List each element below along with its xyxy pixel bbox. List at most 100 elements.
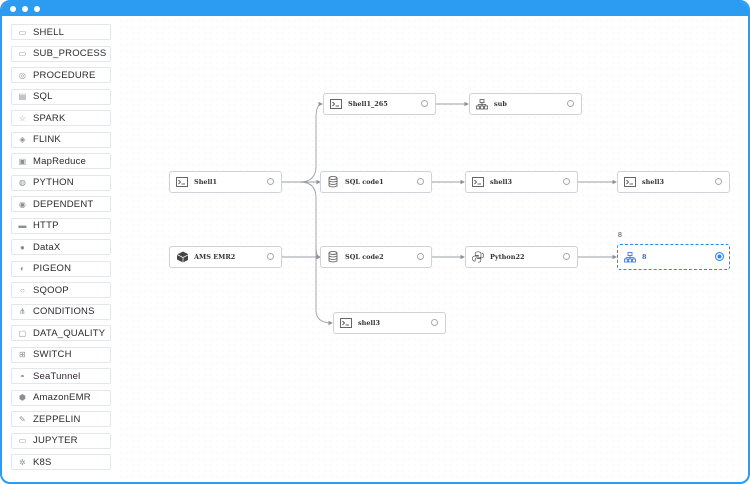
database-icon: ▤ — [18, 92, 27, 101]
sidebar-item-switch[interactable]: ⊞SWITCH — [11, 346, 111, 363]
python-icon — [472, 251, 484, 263]
flink-icon: ◈ — [19, 135, 26, 144]
sidebar-item-k8s[interactable]: ✲K8S — [11, 454, 111, 470]
sidebar-item-label: MapReduce — [33, 155, 87, 167]
node-status-circle[interactable] — [567, 100, 574, 107]
title-bar — [2, 2, 748, 16]
sidebar-item-label: SeaTunnel — [33, 370, 81, 382]
sidebar-item-label: PROCEDURE — [33, 69, 96, 81]
sidebar-item-label: JUPYTER — [33, 435, 78, 446]
sidebar-item-label: SHELL — [33, 26, 65, 38]
subprocess-icon — [624, 251, 636, 263]
sidebar-item-dependent[interactable]: ◉ DEPENDENT — [11, 196, 111, 212]
sidebar-item-label: ZEPPELIN — [33, 413, 81, 425]
sidebar-item-label: SQOOP — [33, 284, 69, 296]
node-status-circle[interactable] — [431, 319, 438, 326]
sidebar-item-sqoop[interactable]: ○ SQOOP — [11, 282, 111, 298]
sidebar-item-datax[interactable]: ● DataX — [11, 239, 111, 255]
sidebar-item-zeppelin[interactable]: ✎ ZEPPELIN — [11, 411, 111, 427]
terminal-icon — [624, 177, 636, 188]
terminal-icon — [340, 318, 352, 329]
datax-icon: ● — [19, 242, 26, 252]
seatunnel-icon: ◓ — [19, 371, 26, 381]
sidebar-item-amazonemr[interactable]: ⬢AmazonEMR — [11, 389, 111, 406]
sidebar-item-label: SPARK — [33, 112, 66, 124]
window-maximize-dot[interactable] — [34, 6, 40, 12]
node-status-circle[interactable] — [417, 178, 424, 185]
sidebar-item-label: DataX — [33, 241, 61, 253]
sidebar-item-label: SQL — [33, 91, 53, 102]
sidebar-item-label: FLINK — [33, 134, 61, 145]
node-label: AMS EMR2 — [194, 253, 236, 261]
sidebar-item-label: K8S — [33, 456, 52, 468]
jupyter-icon: ▭ — [18, 436, 27, 445]
terminal-icon — [176, 177, 188, 188]
sidebar-item-shell[interactable]: ▭SHELL — [11, 24, 111, 40]
window-close-dot[interactable] — [10, 6, 16, 12]
pigeon-icon: ◐ — [19, 264, 26, 273]
node-label: Python22 — [490, 253, 525, 261]
zeppelin-icon: ✎ — [19, 414, 26, 424]
node-shell1[interactable]: Shell1 — [169, 171, 282, 193]
sidebar-item-label: SUB_PROCESS — [33, 48, 107, 59]
node-sql-code2[interactable]: SQL code2 — [320, 246, 432, 268]
subprocess-icon — [476, 98, 488, 110]
window-minimize-dot[interactable] — [22, 6, 28, 12]
sidebar-item-python[interactable]: ◍ PYTHON — [11, 174, 111, 191]
python-icon: ◍ — [18, 178, 27, 187]
node-python22[interactable]: Python22 — [465, 246, 578, 268]
sidebar-item-pigeon[interactable]: ◐ PIGEON — [11, 260, 111, 277]
node-label: shell3 — [642, 178, 664, 186]
node-label: shell3 — [358, 319, 380, 327]
node-label: Shell1_265 — [348, 100, 388, 108]
procedure-icon: ◎ — [18, 70, 27, 80]
node-label: sub — [494, 100, 507, 108]
amazon-emr-icon — [176, 251, 188, 263]
sidebar-item-label: PYTHON — [33, 177, 74, 188]
sidebar-item-mapreduce[interactable]: ▣ MapReduce — [11, 153, 111, 169]
node-label: 8 — [642, 253, 647, 261]
sidebar-item-sql[interactable]: ▤ SQL — [11, 88, 111, 105]
node-8-selected[interactable]: 8 — [617, 244, 730, 270]
task-type-sidebar: ▭SHELL ▭SUB_PROCESS ◎PROCEDURE ▤SQL ☆SPA… — [11, 24, 111, 476]
sidebar-item-label: CONDITIONS — [33, 306, 95, 317]
node-shell3-c[interactable]: shell3 — [333, 312, 446, 334]
switch-icon: ⊞ — [19, 350, 26, 359]
node-status-circle[interactable] — [715, 178, 722, 185]
node-status-circle[interactable] — [417, 253, 424, 260]
spark-icon: ☆ — [18, 113, 27, 123]
sqoop-icon: ○ — [19, 285, 26, 295]
sidebar-item-flink[interactable]: ◈ FLINK — [11, 131, 111, 148]
node-sql-code1[interactable]: SQL code1 — [320, 171, 432, 193]
sidebar-item-procedure[interactable]: ◎ PROCEDURE — [11, 67, 111, 83]
node-status-circle[interactable] — [563, 253, 570, 260]
node-status-circle[interactable] — [267, 178, 274, 185]
node-status-circle[interactable] — [267, 253, 274, 260]
node-label: Shell1 — [194, 178, 218, 186]
sidebar-item-seatunnel[interactable]: ◓ SeaTunnel — [11, 368, 111, 384]
node-shell3-b[interactable]: shell3 — [617, 171, 730, 193]
sidebar-item-label: HTTP — [33, 220, 59, 231]
node-sub[interactable]: sub — [469, 93, 582, 115]
mapreduce-icon: ▣ — [18, 156, 27, 166]
sidebar-item-label: PIGEON — [33, 263, 72, 274]
sidebar-item-conditions[interactable]: ⋔CONDITIONS — [11, 303, 111, 320]
sidebar-item-spark[interactable]: ☆ SPARK — [11, 110, 111, 126]
node-status-circle[interactable] — [715, 252, 724, 261]
node-ams-emr2[interactable]: AMS EMR2 — [169, 246, 282, 268]
sidebar-item-http[interactable]: ▬HTTP — [11, 217, 111, 234]
sidebar-item-sub-process[interactable]: ▭ SUB_PROCESS — [11, 45, 111, 62]
node-status-circle[interactable] — [421, 100, 428, 107]
node-shell1-265[interactable]: Shell1_265 — [323, 93, 436, 115]
node-shell3-a[interactable]: shell3 — [465, 171, 578, 193]
dependent-icon: ◉ — [18, 199, 27, 209]
sidebar-item-label: DEPENDENT — [33, 198, 94, 210]
sidebar-item-data-quality[interactable]: ▢DATA_QUALITY — [11, 325, 111, 341]
subprocess-icon: ▭ — [18, 49, 27, 58]
amazon-emr-icon: ⬢ — [18, 393, 27, 402]
node-label: SQL code1 — [345, 178, 384, 186]
sidebar-item-label: DATA_QUALITY — [33, 327, 106, 339]
sidebar-item-jupyter[interactable]: ▭ JUPYTER — [11, 432, 111, 449]
terminal-icon — [330, 99, 342, 110]
node-status-circle[interactable] — [563, 178, 570, 185]
